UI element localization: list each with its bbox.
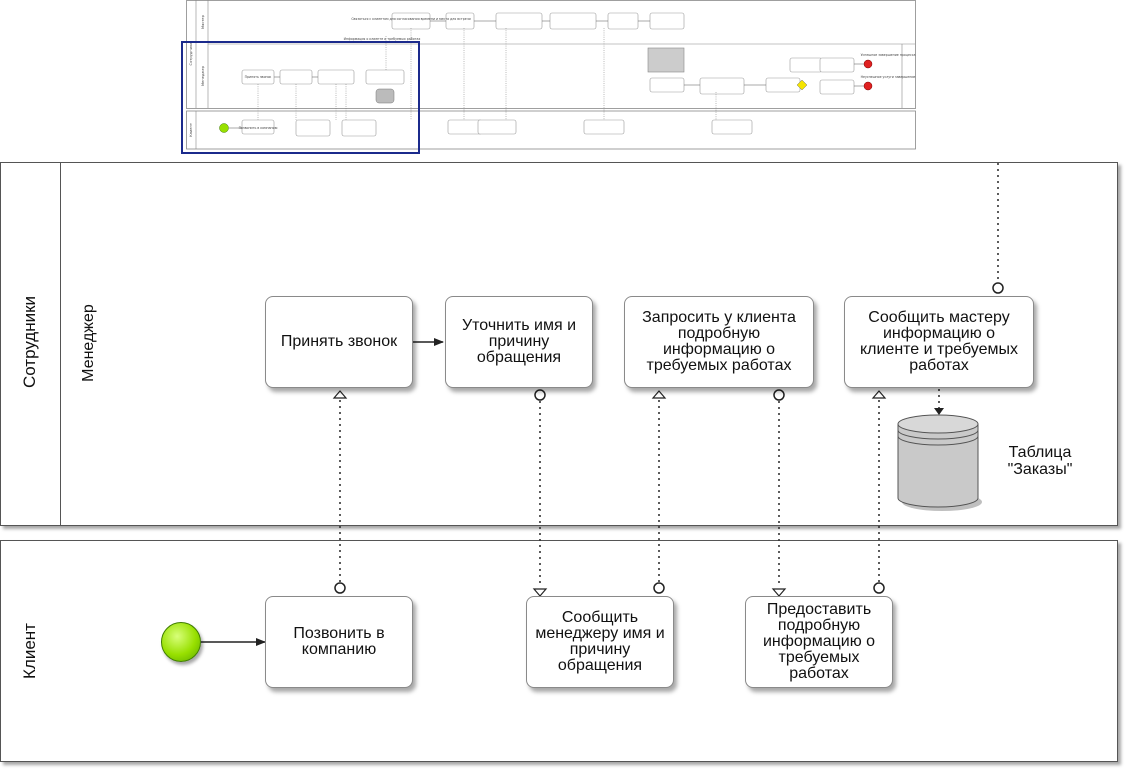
task-label: Принять звонок	[280, 333, 398, 350]
task-provide-details[interactable]: Предоставить подробную информацию о треб…	[745, 596, 893, 688]
task-call-company[interactable]: Позвонить в компанию	[265, 596, 413, 688]
message-flow-source	[534, 389, 546, 401]
overview-lane-label: Мастер	[201, 14, 205, 29]
message-flow-source	[873, 582, 885, 594]
task-request-details[interactable]: Запросить у клиента подробную информацию…	[624, 296, 814, 388]
pool-divider	[60, 162, 61, 526]
overview-side-note: Информация о клиенте и требуемых работах	[344, 37, 421, 41]
overview-start-event	[219, 123, 229, 133]
start-event[interactable]	[161, 622, 201, 662]
message-flow-source	[773, 389, 785, 401]
overview-task-text: Связаться с клиентом для согласования вр…	[351, 17, 470, 21]
task-label: Запросить у клиента подробную информацию…	[642, 309, 796, 374]
overview-minimap[interactable]: Мастер Сотрудники Менеджер Клиент	[186, 0, 916, 150]
task-label: Уточнить имя и причину обращения	[461, 317, 577, 366]
overview-end-label: Неуспешное услуги завершение	[861, 75, 916, 79]
message-flow-target	[532, 588, 548, 597]
data-association-arrow	[934, 408, 944, 415]
data-store-label: Таблица "Заказы"	[1007, 444, 1073, 478]
data-store-cylinder	[897, 414, 982, 511]
overview-svg: Мастер Сотрудники Менеджер Клиент	[186, 0, 916, 150]
overview-task-text: Принять звонок	[245, 75, 272, 79]
task-tell-name[interactable]: Сообщить менеджеру имя и причину обращен…	[526, 596, 674, 688]
overview-end-label: Успешное завершение процесса	[861, 53, 916, 57]
task-label: Предоставить подробную информацию о треб…	[762, 601, 876, 682]
message-flow-source	[334, 582, 346, 594]
overview-task-text: Позвонить в компанию	[239, 126, 278, 130]
overview-lane-label: Сотрудники	[189, 42, 193, 66]
message-flow-source	[992, 282, 1004, 294]
message-flow-target	[871, 390, 887, 399]
task-label: Сообщить менеджеру имя и причину обращен…	[535, 609, 665, 674]
task-label: Сообщить мастеру информацию о клиенте и …	[859, 309, 1019, 374]
task-inform-master[interactable]: Сообщить мастеру информацию о клиенте и …	[844, 296, 1034, 388]
message-flow-target	[651, 390, 667, 399]
overview-estimate-doc	[647, 47, 685, 73]
overview-gateway	[796, 79, 808, 91]
message-flow-target	[771, 588, 787, 597]
task-label: Позвонить в компанию	[293, 625, 385, 658]
overview-viewport-frame[interactable]	[181, 41, 420, 154]
overview-client-tasks	[241, 119, 753, 137]
overview-lane-label: Клиент	[189, 123, 193, 137]
overview-pool-client	[186, 110, 916, 150]
overview-lane-label: Менеджер	[201, 65, 205, 86]
overview-db	[375, 88, 395, 104]
task-take-call[interactable]: Принять звонок	[265, 296, 413, 388]
overview-manager-tasks	[241, 57, 855, 95]
task-clarify-name[interactable]: Уточнить имя и причину обращения	[445, 296, 593, 388]
message-flow-target	[332, 390, 348, 399]
message-flow-source	[653, 582, 665, 594]
